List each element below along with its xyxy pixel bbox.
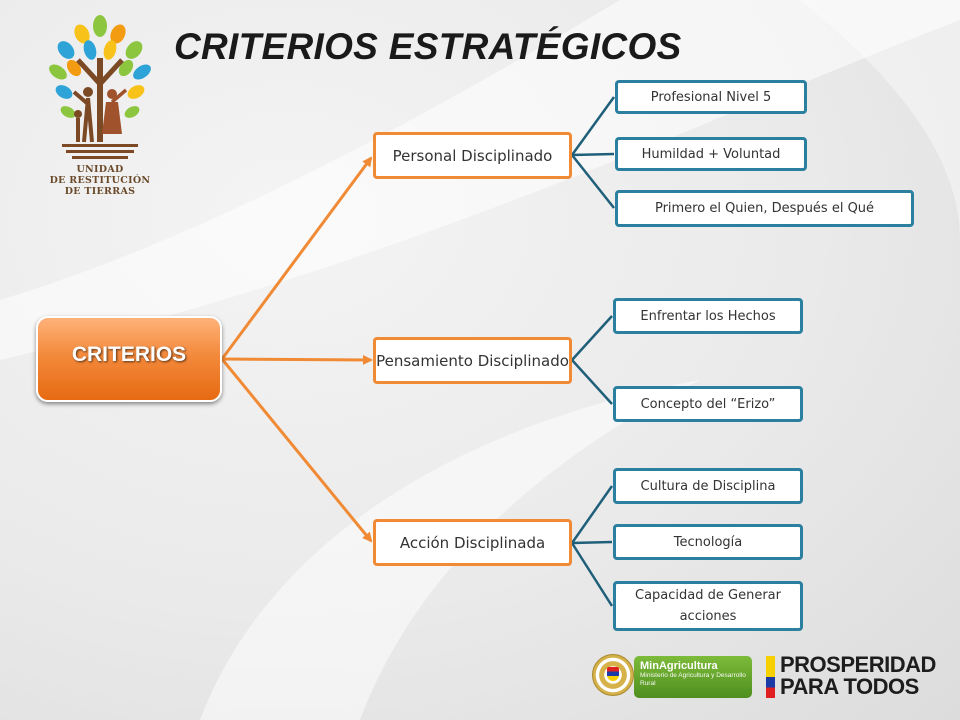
leaf-label: Tecnología	[673, 534, 743, 550]
connector-accion-leaf1	[570, 485, 614, 544]
root-to-branch-connectors	[220, 156, 373, 543]
ministry-name: MinAgricultura	[640, 660, 718, 672]
branch-node-accion: Acción Disciplinada	[373, 519, 572, 566]
page-title: CRITERIOS ESTRATÉGICOS	[174, 26, 682, 67]
colombia-flag-icon	[766, 656, 775, 698]
logo-text-line3: DE TIERRAS	[64, 186, 136, 197]
branch-node-pensamiento: Pensamiento Disciplinado	[373, 337, 572, 384]
leaf-node: Concepto del “Erizo”	[613, 386, 803, 422]
leaf-node: Enfrentar los Hechos	[613, 298, 803, 334]
leaf-label: Enfrentar los Hechos	[640, 308, 776, 324]
coat-of-arms-icon	[607, 667, 619, 681]
logo-text: UNIDAD DE RESTITUCIÓN DE TIERRAS	[44, 164, 156, 197]
tree-logo-icon	[49, 15, 151, 159]
leaf-node: Cultura de Disciplina	[613, 468, 803, 504]
slogan-line1: PROSPERIDAD	[780, 652, 936, 677]
logo-text-line2: DE RESTITUCIÓN	[49, 175, 151, 186]
connector-personal-leaf1	[570, 96, 616, 156]
connector-personal-leaf2	[571, 152, 615, 157]
prosperidad-logo: PROSPERIDAD PARA TODOS	[780, 654, 950, 698]
leaf-node: Profesional Nivel 5	[615, 80, 807, 114]
leaf-node: Tecnología	[613, 524, 803, 560]
leaf-label: Capacidad de Generar acciones	[635, 588, 781, 624]
leaf-node: Primero el Quien, Después el Qué	[615, 190, 914, 227]
connector-pensamiento-leaf2	[571, 359, 613, 405]
leaf-label: Primero el Quien, Después el Qué	[654, 201, 875, 216]
colombia-seal-icon	[592, 654, 634, 696]
branch-label-accion: Acción Disciplinada	[399, 533, 546, 552]
ministry-subtitle: Ministerio de Agricultura y Desarrollo R…	[640, 672, 746, 687]
logo-text-line1: UNIDAD	[76, 164, 124, 175]
connector-root-personal	[220, 156, 373, 360]
leaf-label: Humildad + Voluntad	[641, 146, 781, 162]
root-node-criterios: CRITERIOS	[36, 316, 222, 402]
minagricultura-logo: MinAgricultura Ministerio de Agricultura…	[634, 656, 752, 698]
unidad-restitucion-logo: UNIDAD DE RESTITUCIÓN DE TIERRAS	[44, 14, 156, 204]
connector-pensamiento-leaf1	[571, 315, 613, 361]
branch-node-personal: Personal Disciplinado	[373, 132, 572, 179]
slogan-line2: PARA TODOS	[780, 674, 919, 699]
connector-personal-leaf3	[571, 154, 615, 209]
connector-root-accion	[220, 358, 373, 543]
leaf-node: Capacidad de Generar acciones	[613, 581, 803, 631]
leaf-label: Profesional Nivel 5	[650, 89, 772, 105]
connector-accion-leaf3	[570, 542, 614, 607]
branch-to-leaf-connectors	[570, 96, 616, 607]
branch-label-pensamiento: Pensamiento Disciplinado	[376, 351, 569, 370]
leaf-node: Humildad + Voluntad	[615, 137, 807, 171]
branch-label-personal: Personal Disciplinado	[392, 146, 553, 165]
leaf-label: Concepto del “Erizo”	[640, 396, 776, 412]
connector-root-pensamiento	[221, 354, 373, 365]
footer-logos: MinAgricultura Ministerio de Agricultura…	[586, 650, 946, 710]
leaf-label: Cultura de Disciplina	[640, 478, 776, 494]
connector-accion-leaf2	[571, 540, 613, 545]
